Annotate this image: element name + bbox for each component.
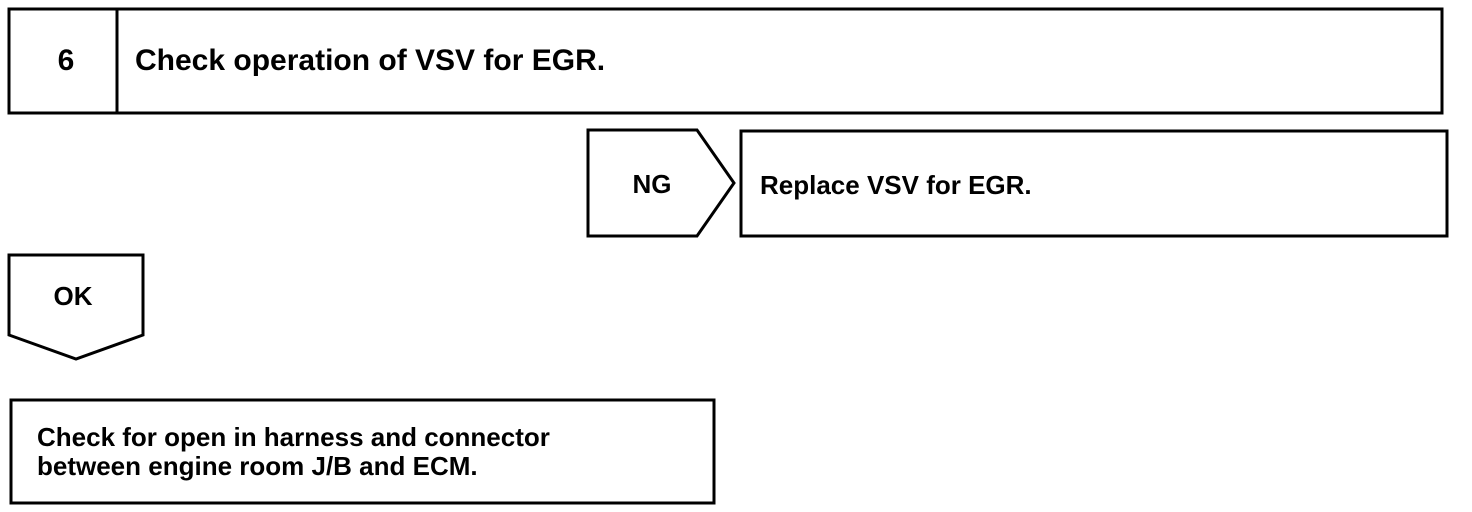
next-step-box: Check for open in harness and connector … <box>9 398 716 505</box>
ng-branch: NG <box>586 128 736 238</box>
ng-action-box: Replace VSV for EGR. <box>739 129 1449 238</box>
ok-label: OK <box>54 281 93 311</box>
step-box-frame <box>7 7 1444 115</box>
ng-action-text: Replace VSV for EGR. <box>760 170 1032 200</box>
step-box: 6 Check operation of VSV for EGR. <box>7 7 1444 115</box>
ng-label: NG <box>633 169 672 199</box>
ok-arrow-tag <box>7 253 145 361</box>
ng-arrow-tag <box>586 128 736 238</box>
next-step-line-2: between engine room J/B and ECM. <box>37 451 478 481</box>
step-number: 6 <box>58 44 75 77</box>
next-step-frame <box>9 398 716 505</box>
ok-branch: OK <box>7 253 145 361</box>
step-title: Check operation of VSV for EGR. <box>135 44 605 77</box>
ng-action-frame <box>739 129 1449 238</box>
next-step-line-1: Check for open in harness and connector <box>37 422 550 452</box>
